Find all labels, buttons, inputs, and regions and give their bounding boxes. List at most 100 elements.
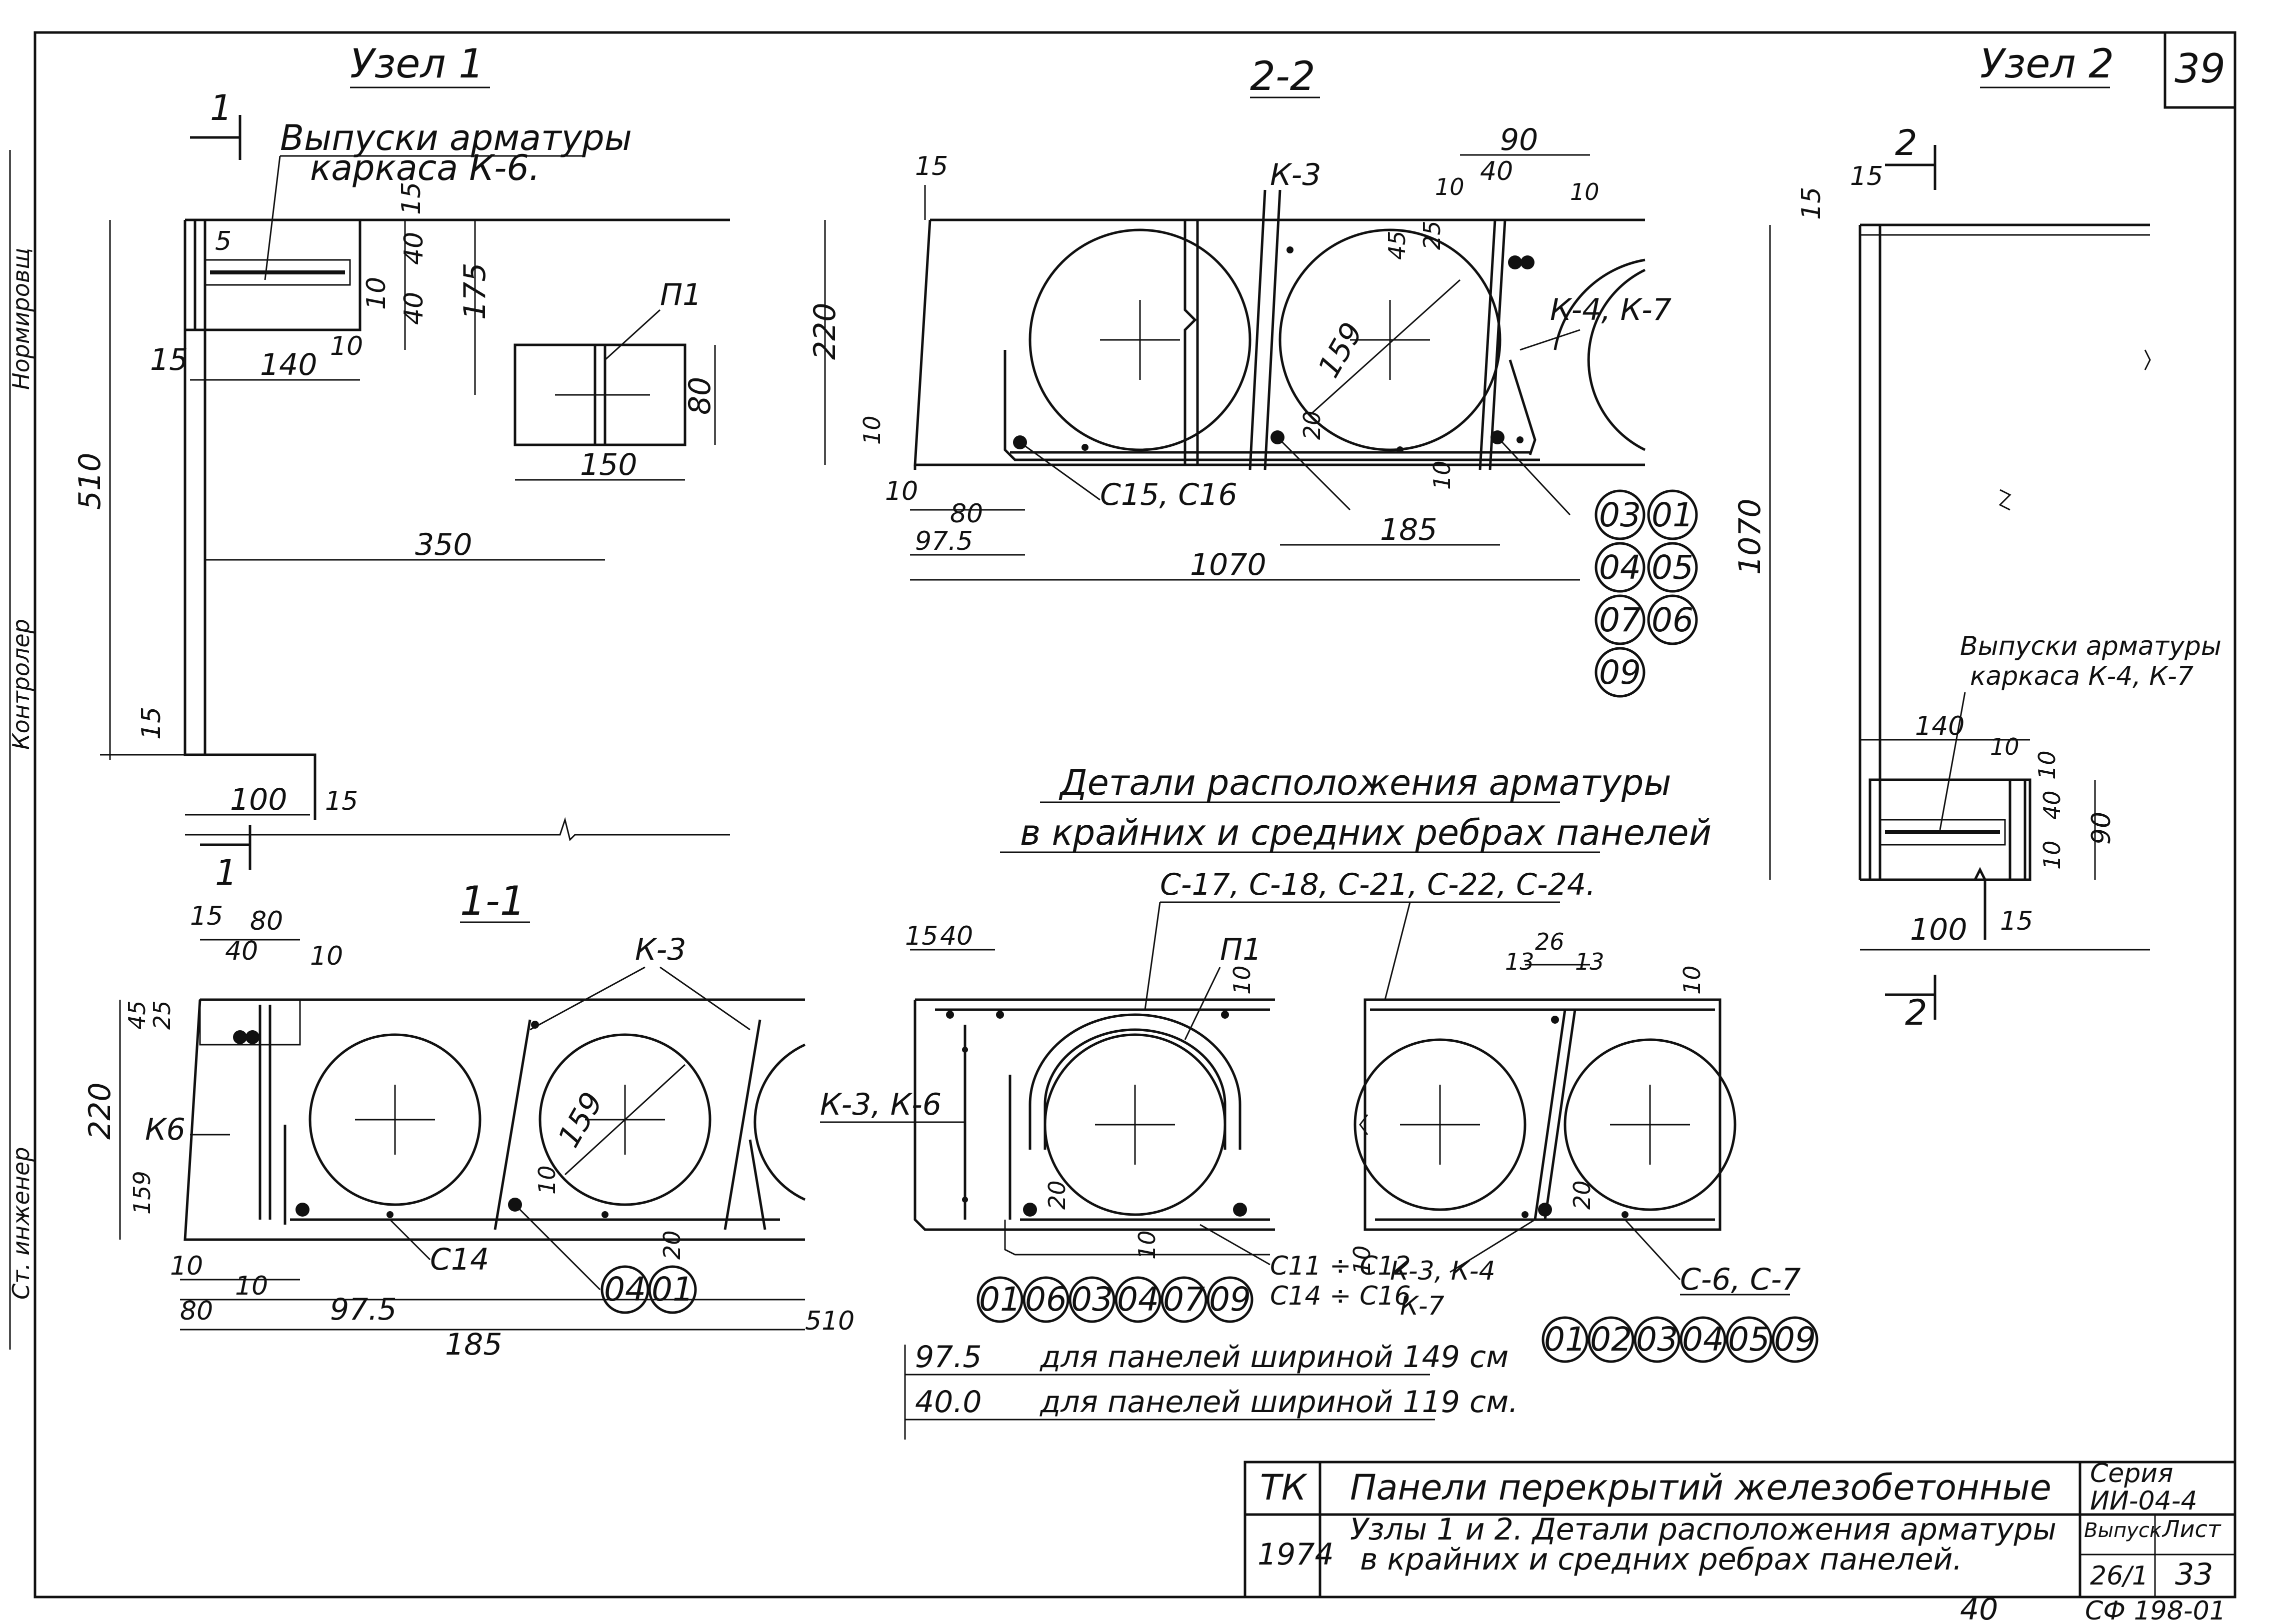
node2-note-line1: Выпуски арматуры (1960, 631, 2222, 661)
title-block-subtitle-line1: Узлы 1 и 2. Детали расположения арматуры (1350, 1512, 2056, 1547)
details-right-dim: 20 (1568, 1180, 1596, 1210)
node1-plate-label: П1 (660, 277, 702, 312)
details-note-value: 97.5 (915, 1340, 982, 1375)
details-title-line1: Детали расположения арматуры (1058, 762, 1672, 803)
node1-section-mark-bottom: 1 (215, 852, 238, 893)
details-right-label: К-3, К-4 (1390, 1256, 1496, 1286)
section22-dim: 40 (1480, 156, 1513, 186)
node1-dim: 40 (399, 292, 429, 325)
section11-dim: 10 (235, 1271, 268, 1301)
node1-note-line2: каркаса К-6. (310, 147, 540, 188)
title-block-subtitle-line2: в крайних и средних ребрах панелей. (1360, 1542, 1962, 1577)
section11-void (538, 1033, 712, 1206)
side-strip: Ст. инженер Контролер Нормировщ (8, 150, 36, 1350)
section22-dim: 10 (1428, 460, 1456, 490)
title-block-sheet-value: 33 (2175, 1557, 2213, 1592)
section11-dim: 185 (445, 1327, 502, 1362)
node2-panel-outline (1858, 223, 2150, 881)
title-block-org: ТК (1260, 1467, 1308, 1508)
section11-dim: 10 (534, 1165, 560, 1195)
mark-bubble: 09 (1209, 1280, 1251, 1319)
section11-label: К-3 (635, 932, 686, 967)
details-left-marks: 01 06 03 04 07 09 (976, 1276, 1254, 1323)
node1-dim: 80 (682, 377, 718, 415)
mark-bubble: 06 (1652, 601, 1694, 639)
title-block: ТК 1974 Панели перекрытий железобетонные… (1244, 1459, 2236, 1624)
mark-bubble: 01 (979, 1280, 1021, 1319)
section22-marks: 03 01 04 05 07 06 09 (1594, 489, 1698, 698)
section22-dim: 10 (1570, 178, 1600, 205)
details-left-loop (1028, 1013, 1242, 1150)
node2-dim: 1070 (1732, 498, 1768, 575)
node1-dim: 140 (260, 347, 318, 382)
section11: 1-1 К-3 К6 С14 (82, 878, 854, 1362)
details-right-dim: 10 (1348, 1245, 1376, 1275)
section22-dim: 220 (808, 302, 842, 360)
section11-dim: 40 (225, 936, 258, 966)
section11-dim: 45 (124, 1000, 150, 1030)
node1-dim: 175 (458, 262, 492, 320)
node2-dim: 15 (2000, 906, 2033, 936)
title-block-series-label: Серия (2090, 1459, 2173, 1489)
node2-rib-block (1868, 778, 2032, 881)
details-note-text: для панелей шириной 149 см (1040, 1340, 1508, 1375)
details-title-line2: в крайних и средних ребрах панелей (1020, 812, 1712, 853)
details-right-void (1564, 1038, 1736, 1211)
mark-bubble: 04 (1682, 1320, 1724, 1359)
node1-dim: 5 (215, 226, 232, 256)
details-right-label: К-7 (1400, 1291, 1444, 1321)
section22-dim: 20 (1298, 410, 1326, 440)
section22-title: 2-2 (1250, 53, 1316, 99)
page-note: 40 (1960, 1592, 1998, 1624)
section22-dim: 10 (885, 476, 918, 506)
details-top-label: С-17, С-18, С-21, С-22, С-24. (1160, 867, 1596, 902)
details-left-outline (914, 998, 1275, 1231)
section11-void (308, 1033, 482, 1206)
section22-dim: 90 (1500, 122, 1538, 157)
node1-dim: 510 (72, 452, 108, 510)
node1: Узел 1 Выпуски арматуры каркаса К-6. 1 П… (72, 40, 730, 893)
details-left-dim: 15 (905, 921, 938, 951)
node2-dim: 100 (1910, 912, 1968, 947)
details-right-void (1354, 1038, 1526, 1211)
section11-dim: 80 (250, 906, 283, 936)
details: Детали расположения арматуры в крайних и… (820, 762, 1818, 1440)
mark-bubble: 02 (1590, 1320, 1632, 1359)
mark-bubble: 04 (604, 1270, 646, 1309)
side-strip-item-1: Ст. инженер (8, 1147, 34, 1300)
mark-bubble: 03 (1071, 1280, 1113, 1319)
sheet-number-box (2164, 31, 2236, 109)
details-right-dim: 13 (1575, 948, 1604, 975)
section11-dim: 510 (805, 1306, 854, 1336)
details-left-dim: 40 (940, 921, 973, 951)
node1-dim: 15 (325, 786, 358, 816)
mark-bubble: 04 (1117, 1280, 1159, 1319)
section11-label: К6 (145, 1112, 186, 1147)
section22-void (1028, 228, 1252, 451)
node1-rib-block (194, 218, 362, 331)
section11-dim: 10 (310, 941, 343, 971)
sheet-number: 39 (2174, 45, 2226, 92)
section22-dim: 15 (915, 151, 948, 181)
mark-bubble: 01 (1652, 496, 1694, 534)
mark-bubble: 04 (1599, 548, 1641, 587)
node2-dim: 15 (1796, 187, 1826, 220)
title-block-year: 1974 (1258, 1537, 1334, 1572)
section22-dim: 10 (1435, 173, 1464, 200)
node2-dim: 10 (1990, 733, 2020, 760)
mark-bubble: 07 (1163, 1280, 1205, 1319)
title-block-sheet-label: Лист (2162, 1516, 2222, 1543)
node2-dim: 90 (2086, 812, 2116, 845)
details-left-label: П1 (1220, 932, 1262, 967)
node2: Узел 2 2 Выпуски арматуры каркаса К-4, К… (1732, 40, 2222, 1033)
node1-dim: 100 (230, 782, 288, 817)
node2-note-line2: каркаса К-4, К-7 (1970, 661, 2194, 691)
section11-dim: 220 (82, 1082, 118, 1140)
node1-section-mark-top: 1 (210, 87, 232, 128)
section22-dim: 45 (1384, 230, 1410, 260)
mark-bubble: 09 (1599, 653, 1641, 692)
section22: 2-2 (808, 53, 1698, 698)
stamp-code: СФ 198-01 (2085, 1596, 2226, 1624)
node2-dim: 15 (1850, 161, 1883, 191)
details-right-outline (1364, 998, 1722, 1231)
